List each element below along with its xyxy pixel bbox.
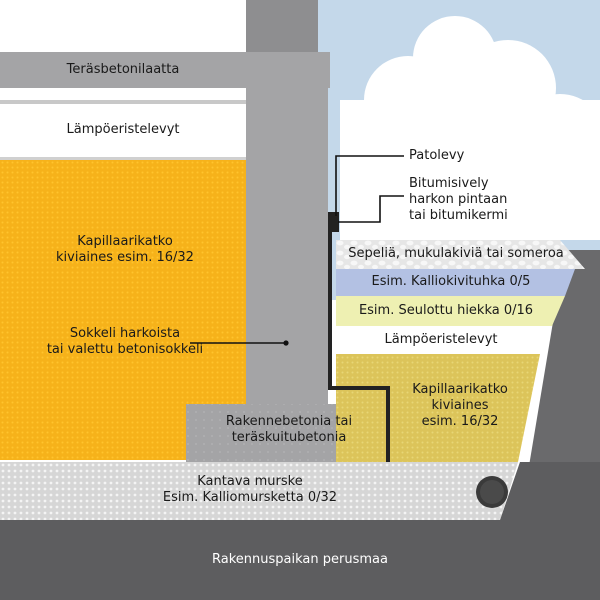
label-insulation-right: Lämpöeristelevyt (384, 332, 498, 347)
insulation-boards-top (0, 104, 250, 160)
label-plinth: Sokkeli harkoista tai valettu betonisokk… (46, 326, 204, 357)
label-capillary-right: Kapillaarikatko kiviaines esim. 16/32 (412, 382, 508, 429)
bearing-crushed-stone (0, 462, 518, 520)
wall-top (246, 0, 318, 56)
label-layer-sand: Esim. Seulottu hiekka 0/16 (358, 303, 534, 318)
label-bearing: Kantava murske Esim. Kalliomursketta 0/3… (162, 474, 338, 505)
label-insulation-top: Lämpöeristelevyt (66, 122, 180, 137)
plinth-wall (246, 52, 328, 412)
label-bitumen: Bitumisively harkon pintaan tai bitumike… (409, 176, 508, 223)
label-capillary-left: Kapillaarikatko kiviaines esim. 16/32 (56, 234, 194, 265)
bitumen-coating (331, 212, 339, 232)
label-dimple-board: Patolevy (409, 148, 465, 163)
label-subsoil: Rakennuspaikan perusmaa (212, 552, 388, 567)
insulation-strip (0, 88, 250, 100)
label-footing: Rakennebetonia tai teräskuitubetonia (225, 414, 353, 445)
dimple-board-line (328, 212, 390, 462)
leader-lines (190, 155, 404, 344)
subsoil (0, 520, 600, 600)
label-layer-rockdust: Esim. Kalliokivituhka 0/5 (371, 274, 531, 289)
label-layer-gravel: Sepeliä, mukulakiviä tai someroa (348, 246, 564, 261)
label-slab: Teräsbetonilaatta (66, 62, 180, 77)
